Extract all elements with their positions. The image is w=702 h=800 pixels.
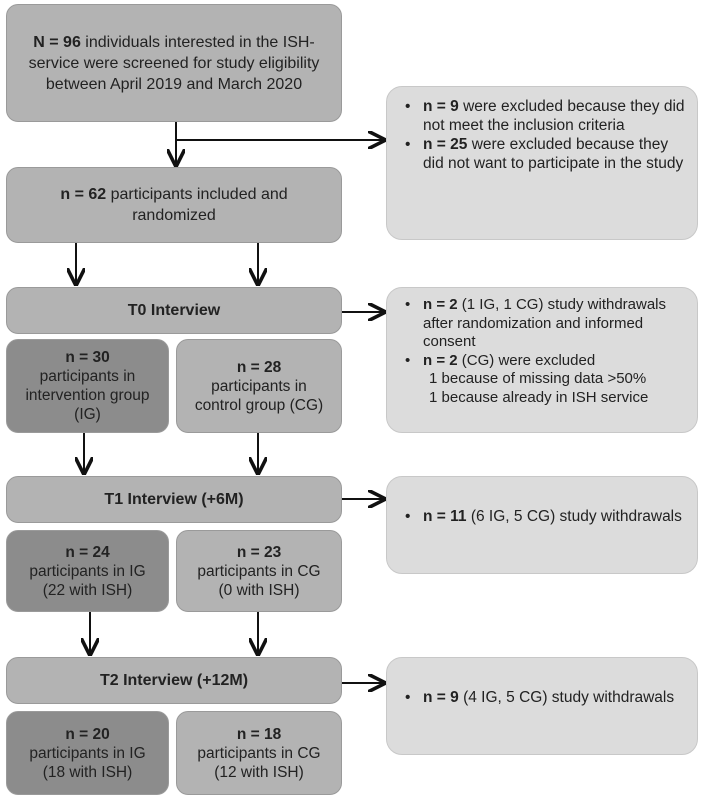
- cg-t1-count: n = 23: [236, 543, 282, 561]
- ig-t0-count: n = 30: [65, 349, 110, 366]
- t2-interview-label: T2 Interview (+12M): [99, 672, 249, 689]
- randomized-box: n = 62 participants included and randomi…: [6, 167, 342, 243]
- screening-box: N = 96 individuals interested in the ISH…: [6, 4, 342, 122]
- cg-t0-count: n = 28: [236, 358, 282, 376]
- ig-t0-text: participants in intervention group (IG): [25, 368, 150, 423]
- randomized-count: n = 62: [60, 186, 107, 203]
- exclusion-item: n = 25 were excluded because they did no…: [403, 135, 685, 173]
- t2-withdrawals-box: n = 9 (4 IG, 5 CG) study withdrawals: [386, 657, 698, 755]
- withdrawal-item: n = 11 (6 IG, 5 CG) study withdrawals: [403, 507, 682, 526]
- ig-t0-box: n = 30 participants in intervention grou…: [6, 339, 169, 433]
- ig-t1-box: n = 24 participants in IG (22 with ISH): [6, 530, 169, 612]
- t0-withdrawals-box: n = 2 (1 IG, 1 CG) study withdrawals aft…: [386, 287, 698, 433]
- t2-interview-box: T2 Interview (+12M): [6, 657, 342, 704]
- t1-interview-label: T1 Interview (+6M): [104, 491, 244, 508]
- t1-withdrawals-box: n = 11 (6 IG, 5 CG) study withdrawals: [386, 476, 698, 574]
- t1-interview-box: T1 Interview (+6M): [6, 476, 342, 523]
- withdrawal-item: n = 9 (4 IG, 5 CG) study withdrawals: [403, 688, 674, 707]
- cg-t2-count: n = 18: [236, 725, 282, 743]
- screening-count: N = 96: [33, 33, 81, 51]
- cg-t0-text: participants in control group (CG): [194, 377, 324, 414]
- randomized-text: participants included and randomized: [110, 186, 288, 224]
- cg-t1-box: n = 23 participants in CG (0 with ISH): [176, 530, 342, 612]
- ig-t2-box: n = 20 participants in IG (18 with ISH): [6, 711, 169, 795]
- cg-t1-text: participants in CG (0 with ISH): [197, 562, 321, 599]
- withdrawal-item: n = 2 (CG) were excluded: [403, 352, 685, 371]
- ig-t2-text: participants in IG (18 with ISH): [29, 744, 146, 781]
- ig-t2-count: n = 20: [65, 725, 110, 743]
- cg-t2-box: n = 18 participants in CG (12 with ISH): [176, 711, 342, 795]
- ig-t1-count: n = 24: [65, 543, 110, 561]
- exclusion-reason-2: 1 because already in ISH service: [429, 388, 649, 406]
- screening-text: individuals interested in the ISH-servic…: [28, 33, 320, 93]
- withdrawal-item: n = 2 (1 IG, 1 CG) study withdrawals aft…: [403, 296, 685, 352]
- cg-t0-box: n = 28 participants in control group (CG…: [176, 339, 342, 433]
- exclusion-box-1: n = 9 were excluded because they did not…: [386, 86, 698, 240]
- t0-interview-box: T0 Interview: [6, 287, 342, 334]
- exclusion-reason-1: 1 because of missing data >50%: [429, 370, 647, 387]
- cg-t2-text: participants in CG (12 with ISH): [197, 744, 321, 781]
- t0-interview-label: T0 Interview: [127, 302, 221, 319]
- ig-t1-text: participants in IG (22 with ISH): [29, 562, 146, 599]
- exclusion-item: n = 9 were excluded because they did not…: [403, 97, 685, 135]
